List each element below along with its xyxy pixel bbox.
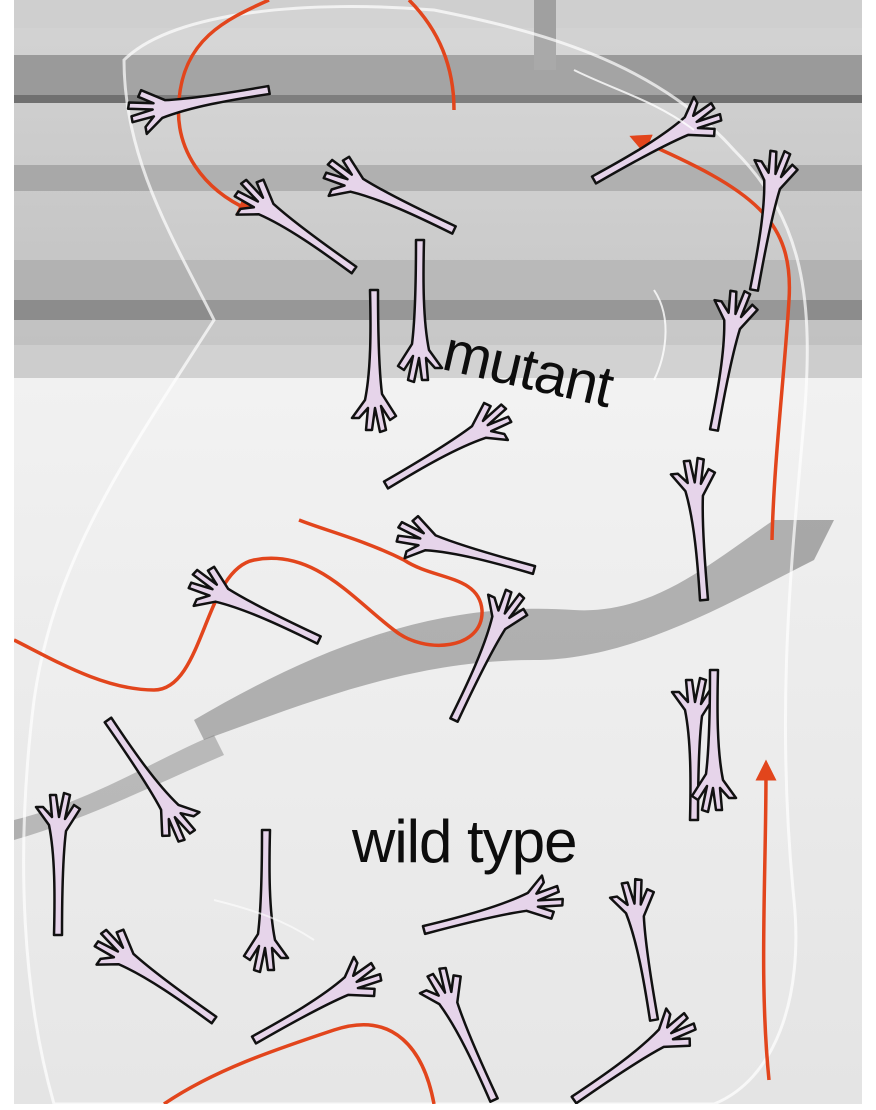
photo-frame: mutant wild type bbox=[14, 0, 862, 1104]
scene-illustration bbox=[14, 0, 862, 1104]
wild-type-label: wild type bbox=[352, 812, 576, 872]
